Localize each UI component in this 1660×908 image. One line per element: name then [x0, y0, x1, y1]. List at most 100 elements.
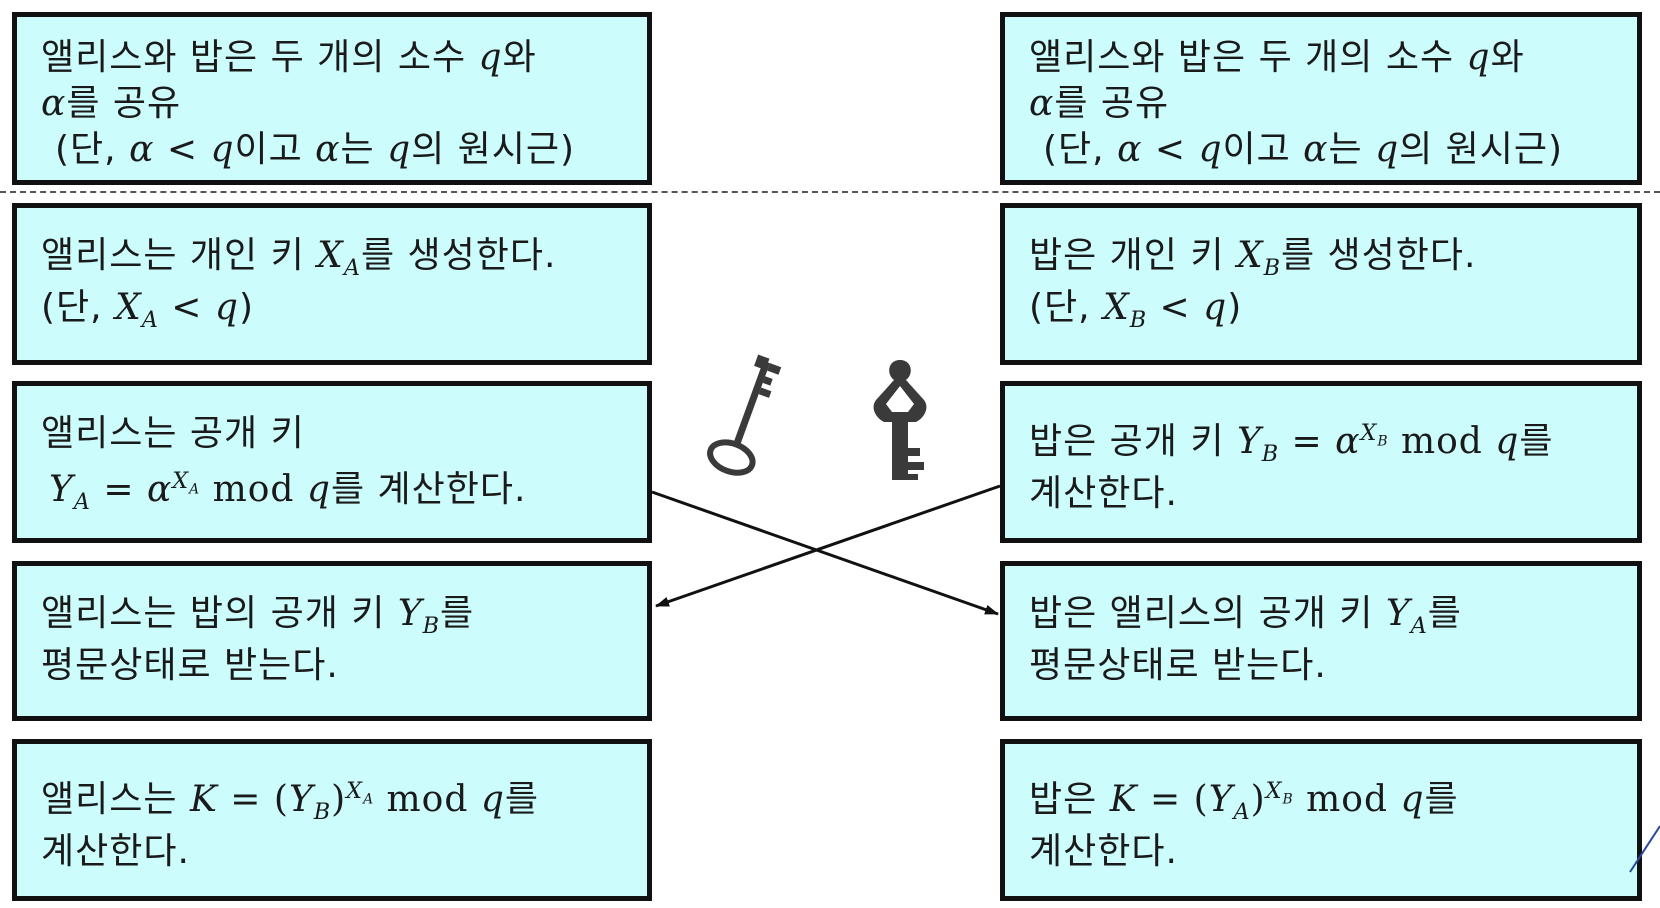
mod-operator: mod	[1293, 779, 1401, 820]
exponent-symbol: X	[1360, 420, 1378, 446]
q-symbol: q	[1400, 779, 1425, 820]
equals: =	[90, 469, 147, 510]
mod-operator: mod	[1388, 421, 1496, 462]
secret-text: 밥은	[1029, 779, 1110, 820]
y-subscript: B	[1261, 441, 1280, 468]
x-subscript: A	[343, 255, 361, 282]
bob-private-key-box: 밥은 개인 키 XB를 생성한다. (단, XB < q)	[1000, 203, 1642, 365]
condition-close: )	[238, 287, 254, 328]
alpha-symbol: α	[146, 469, 173, 510]
x-subscript: B	[1263, 255, 1281, 282]
mod-operator: mod	[200, 469, 307, 510]
k-symbol: K	[189, 779, 218, 820]
close-paren: )	[331, 779, 347, 820]
y-symbol: Y	[1236, 421, 1262, 462]
exponent: XB	[1360, 420, 1389, 450]
y-subscript: A	[1410, 613, 1428, 640]
equals-paren: = (	[217, 779, 289, 820]
receive-text-2: 평문상태로 받는다.	[1029, 645, 1327, 686]
condition-open: (단,	[55, 129, 130, 170]
alice-private-key-box: 앨리스는 개인 키 XA를 생성한다. (단, XA < q)	[12, 203, 652, 365]
condition-close: )	[1227, 287, 1243, 328]
private-key-text-end: 를 생성한다.	[360, 235, 557, 276]
condition-open: (단,	[1043, 129, 1118, 170]
alice-shared-params-box: 앨리스와 밥은 두 개의 소수 q와 α를 공유 (단, α < q이고 α는 …	[12, 12, 652, 185]
condition-and: 이고	[1222, 129, 1304, 170]
x-symbol: X	[1236, 235, 1264, 276]
private-key-text-end: 를 생성한다.	[1280, 235, 1477, 276]
phase-divider	[0, 191, 1660, 193]
shared-params-text: 앨리스와 밥은 두 개의 소수	[1029, 37, 1467, 78]
shared-params-text: 앨리스와 밥은 두 개의 소수	[41, 37, 479, 78]
y-symbol: Y	[49, 469, 74, 510]
secret-text: 앨리스는	[41, 779, 190, 820]
public-key-text-2: 계산한다.	[1029, 473, 1178, 514]
mod-operator: mod	[374, 779, 481, 820]
exponent-subscript: A	[363, 791, 375, 808]
q-symbol: q	[214, 287, 239, 328]
private-key-text: 앨리스는 개인 키	[41, 235, 318, 276]
k-symbol: K	[1109, 779, 1138, 820]
alpha-symbol: α	[1029, 83, 1055, 124]
x-symbol: X	[115, 287, 142, 328]
q-symbol: q	[478, 37, 503, 78]
public-key-text: 앨리스는 공개 키	[41, 413, 305, 454]
equals: =	[1279, 421, 1336, 462]
alpha-symbol: α	[1303, 129, 1329, 170]
edge-stroke	[1629, 825, 1660, 873]
exponent: XA	[346, 778, 375, 808]
private-key-text: 밥은 개인 키	[1029, 235, 1237, 276]
q-symbol: q	[1466, 37, 1491, 78]
exponent-symbol: X	[346, 778, 364, 804]
q-symbol: q	[1495, 421, 1520, 462]
public-key-text-end: 를 계산한다.	[330, 469, 527, 510]
less-than: <	[1142, 129, 1199, 170]
less-than: <	[1147, 287, 1204, 328]
x-symbol: X	[1103, 287, 1130, 328]
y-subscript: A	[1233, 799, 1251, 826]
bob-secret-box: 밥은 K = (YA)XB mod q를 계산한다.	[1000, 739, 1642, 901]
q-symbol: q	[480, 779, 505, 820]
secret-text-end: 를	[1424, 779, 1459, 820]
y-symbol: Y	[1385, 593, 1411, 634]
alice-secret-box: 앨리스는 K = (YB)XA mod q를 계산한다.	[12, 739, 652, 901]
bob-public-key-box: 밥은 공개 키 YB = αXB mod q를 계산한다.	[1000, 381, 1642, 543]
alpha-symbol: α	[315, 129, 341, 170]
exponent: XA	[172, 468, 200, 497]
bob-shared-params-box: 앨리스와 밥은 두 개의 소수 q와 α를 공유 (단, α < q이고 α는 …	[1000, 12, 1642, 185]
shared-params-text-end: 와	[1490, 37, 1525, 78]
bob-key-icon	[873, 360, 927, 480]
exponent: XB	[1265, 778, 1294, 807]
condition-open: (단,	[41, 287, 116, 328]
x-subscript: A	[141, 307, 159, 334]
alice-public-key-box: 앨리스는 공개 키 YA = αXA mod q를 계산한다.	[12, 381, 652, 543]
exponent-symbol: X	[1265, 778, 1283, 804]
y-symbol: Y	[397, 593, 423, 634]
alpha-symbol: α	[1335, 421, 1361, 462]
y-symbol: Y	[1208, 779, 1234, 820]
q-symbol: q	[306, 469, 331, 510]
shared-params-text-end: 와	[502, 37, 537, 78]
public-key-text-end: 를	[1519, 421, 1554, 462]
bob-to-alice-arrow	[655, 484, 1001, 608]
condition-close: 의 원시근)	[1399, 129, 1564, 170]
y-subscript: B	[313, 799, 332, 826]
shared-params-text-2: 를 공유	[1054, 83, 1170, 124]
q-symbol: q	[210, 129, 235, 170]
y-subscript: A	[73, 489, 91, 516]
receive-text-end: 를	[1427, 593, 1462, 634]
bob-receive-box: 밥은 앨리스의 공개 키 YA를 평문상태로 받는다.	[1000, 561, 1642, 721]
equals-paren: = (	[1137, 779, 1209, 820]
condition-topic: 는	[340, 129, 388, 170]
q-symbol: q	[387, 129, 412, 170]
receive-text: 밥은 앨리스의 공개 키	[1029, 593, 1386, 634]
receive-text: 앨리스는 밥의 공개 키	[41, 593, 398, 634]
receive-text-end: 를	[440, 593, 475, 634]
shared-params-text-2: 를 공유	[66, 83, 182, 124]
exponent-subscript: B	[1377, 433, 1389, 450]
less-than: <	[158, 287, 215, 328]
secret-text-2: 계산한다.	[1029, 831, 1178, 872]
condition-topic: 는	[1328, 129, 1376, 170]
alice-receive-box: 앨리스는 밥의 공개 키 YB를 평문상태로 받는다.	[12, 561, 652, 721]
